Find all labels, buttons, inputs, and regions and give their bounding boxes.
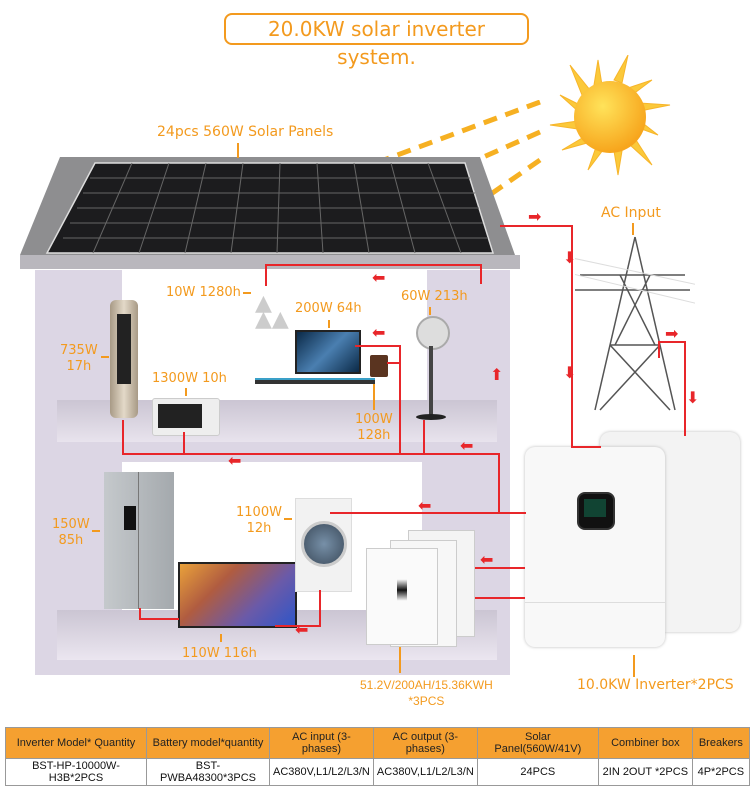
arrow-down-icon: ⬇ — [563, 363, 577, 382]
speaker — [370, 355, 388, 377]
spec-table: Inverter Model* Quantity Battery model*q… — [5, 727, 750, 786]
inverter-unit-1 — [525, 447, 665, 647]
wire-grid-in — [658, 341, 686, 343]
arrow-up-icon: ⬆ — [490, 365, 504, 384]
header-inverter-model: Inverter Model* Quantity — [5, 727, 147, 759]
arrow-right-icon: ➡ — [665, 324, 679, 343]
cell-battery-model: BST-PWBA48300*3PCS — [146, 758, 270, 786]
wire-upper-floor — [122, 453, 500, 455]
air-cooler — [110, 300, 138, 418]
arrow-left-icon: ⬅ — [480, 550, 494, 569]
refrigerator — [104, 472, 174, 609]
cell-combiner-box: 2IN 2OUT *2PCS — [597, 758, 693, 786]
solar-panels-label: 24pcs 560W Solar Panels — [157, 124, 334, 140]
cell-ac-output: AC380V,L1/L2/L3/N — [372, 758, 478, 786]
desk — [255, 378, 375, 384]
arrow-down-icon: ⬇ — [686, 388, 700, 407]
arrow-right-icon: ➡ — [528, 207, 542, 226]
ac-input-label: AC Input — [601, 205, 661, 221]
computer-monitor — [295, 330, 361, 374]
stand-fan — [416, 316, 450, 350]
television — [178, 562, 297, 628]
pendant-lamps-icon: ▲▲▲ — [255, 291, 289, 332]
cell-solar-panel: 24PCS — [476, 758, 599, 786]
cell-inverter-model: BST-HP-10000W-H3B*2PCS — [5, 758, 147, 786]
inverter-label: 10.0KW Inverter*2PCS — [577, 677, 734, 693]
microwave — [152, 398, 220, 436]
tv-label: 110W 116h — [182, 646, 257, 661]
arrow-left-icon: ⬅ — [372, 268, 386, 287]
header-ac-input: AC input (3-phases) — [269, 727, 374, 759]
computer-label: 200W 64h — [295, 301, 362, 316]
battery-unit-1 — [366, 548, 438, 645]
diagram-title: 20.0KW solar inverter system. — [224, 13, 529, 69]
arrow-left-icon: ⬅ — [460, 436, 474, 455]
header-solar-panel: Solar Panel(560W/41V) — [476, 727, 599, 759]
arrow-left-icon: ⬅ — [418, 496, 432, 515]
inverter-display — [577, 492, 615, 530]
cell-breakers: 4P*2PCS — [691, 758, 750, 786]
arrow-left-icon: ⬅ — [372, 323, 386, 342]
battery-label: 51.2V/200AH/15.36KWH*3PCS — [360, 678, 493, 708]
lamps-label: 10W 1280h — [166, 285, 241, 300]
sun-icon — [549, 55, 671, 176]
wire-house-feed — [265, 264, 481, 266]
spec-table-header: Inverter Model* Quantity Battery model*q… — [5, 727, 750, 759]
washing-machine — [295, 498, 352, 592]
arrow-left-icon: ⬅ — [228, 451, 242, 470]
power-pylon-icon — [575, 236, 695, 411]
fan-label: 60W 213h — [401, 289, 468, 304]
header-combiner-box: Combiner box — [597, 727, 693, 759]
cell-ac-input: AC380V,L1/L2/L3/N — [269, 758, 374, 786]
table-row: BST-HP-10000W-H3B*2PCS BST-PWBA48300*3PC… — [5, 758, 750, 786]
wire-pv-out — [500, 225, 573, 227]
roof-solar-panel — [20, 157, 520, 269]
header-breakers: Breakers — [691, 727, 750, 759]
arrow-down-icon: ⬇ — [563, 248, 577, 267]
microwave-label: 1300W 10h — [152, 371, 227, 386]
header-ac-output: AC output (3-phases) — [372, 727, 478, 759]
arrow-left-icon: ⬅ — [295, 620, 309, 639]
header-battery-model: Battery model*quantity — [146, 727, 270, 759]
